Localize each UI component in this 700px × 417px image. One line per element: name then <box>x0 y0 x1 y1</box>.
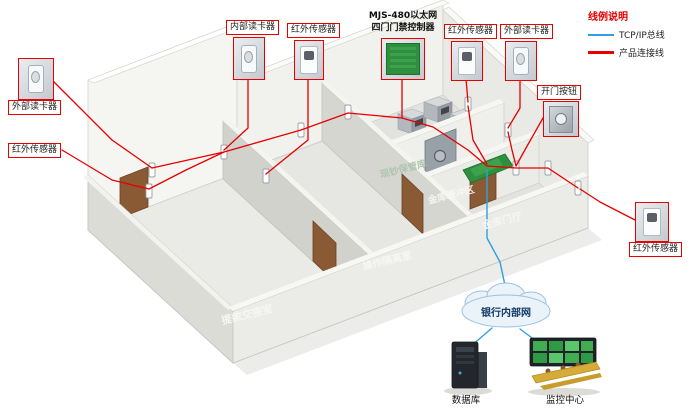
door <box>119 166 149 219</box>
legend-title: 线例说明 <box>588 12 628 23</box>
ir-sensor-right-photo <box>635 202 669 242</box>
controller-label-line2: 四门门禁控制器 <box>371 22 435 33</box>
card-reader-device-graphic <box>241 44 257 73</box>
door-button-photo <box>543 101 579 137</box>
internal-reader-label: 内部读卡器 <box>226 20 280 36</box>
wall-device <box>344 104 352 120</box>
external-reader-top-photo <box>505 41 537 81</box>
product-connection-lines <box>51 77 636 221</box>
wall-device <box>148 162 156 178</box>
ir-sensor-top-right-photo <box>451 41 483 81</box>
door-button-device-graphic <box>549 105 573 133</box>
monitoring-center-icon: 监控中心 <box>528 337 602 406</box>
internal-reader-photo <box>233 37 265 80</box>
ir-sensor-top-label: 红外传感器 <box>287 23 341 39</box>
interior-wall-left <box>222 119 373 313</box>
legend: 线例说明 TCP/IP总线 产品连接线 <box>588 8 696 64</box>
front-wall <box>229 172 589 364</box>
tcpip-line-sample <box>588 33 614 36</box>
tcpip-label: TCP/IP总线 <box>619 31 665 41</box>
ir-sensor-device-graphic <box>458 47 476 75</box>
external-reader-left-label: 外部读卡器 <box>8 100 62 116</box>
card-reader-device-graphic <box>513 47 529 75</box>
ir-sensor-top-photo <box>294 40 324 80</box>
product-line-sample <box>588 51 614 54</box>
legend-item-tcpip: TCP/IP总线 <box>588 28 696 41</box>
card-reader-device-graphic <box>28 65 44 93</box>
wall-device <box>262 168 270 184</box>
ir-sensor-left-label: 红外传感器 <box>8 143 62 159</box>
product-line-label: 产品连接线 <box>619 49 665 59</box>
ir-sensor-device-graphic <box>300 46 318 74</box>
controller-label-line1: MJS-480以太网 <box>368 11 438 21</box>
door <box>401 173 424 235</box>
bank-intranet-cloud: 银行内部网 <box>461 282 551 328</box>
controller-photo <box>381 38 425 80</box>
legend-item-product-line: 产品连接线 <box>588 46 696 59</box>
external-reader-top-label: 外部读卡器 <box>500 24 554 40</box>
ir-sensor-top-right-label: 红外传感器 <box>444 24 498 40</box>
ir-sensor-right-label: 红外传感器 <box>629 242 683 258</box>
back-left-wall <box>87 22 244 231</box>
monitoring-center-label: 监控中心 <box>546 394 585 406</box>
door-button-circle <box>555 113 567 125</box>
door-button-label: 开门按钮 <box>537 85 582 101</box>
database-label: 数据库 <box>452 394 481 406</box>
controller-label: MJS-480以太网 四门门禁控制器 <box>361 11 445 34</box>
ir-sensor-device-graphic <box>643 208 661 236</box>
interior-wall-vault-side <box>321 81 472 275</box>
wall-device <box>145 183 153 199</box>
external-reader-left-photo <box>18 58 54 100</box>
building-shadow <box>233 228 602 375</box>
database-icon: 数据库 <box>444 341 492 406</box>
controller-pcb-graphic <box>386 43 420 75</box>
cloud-label: 银行内部网 <box>481 306 531 319</box>
vault-door-wheel <box>433 149 447 163</box>
